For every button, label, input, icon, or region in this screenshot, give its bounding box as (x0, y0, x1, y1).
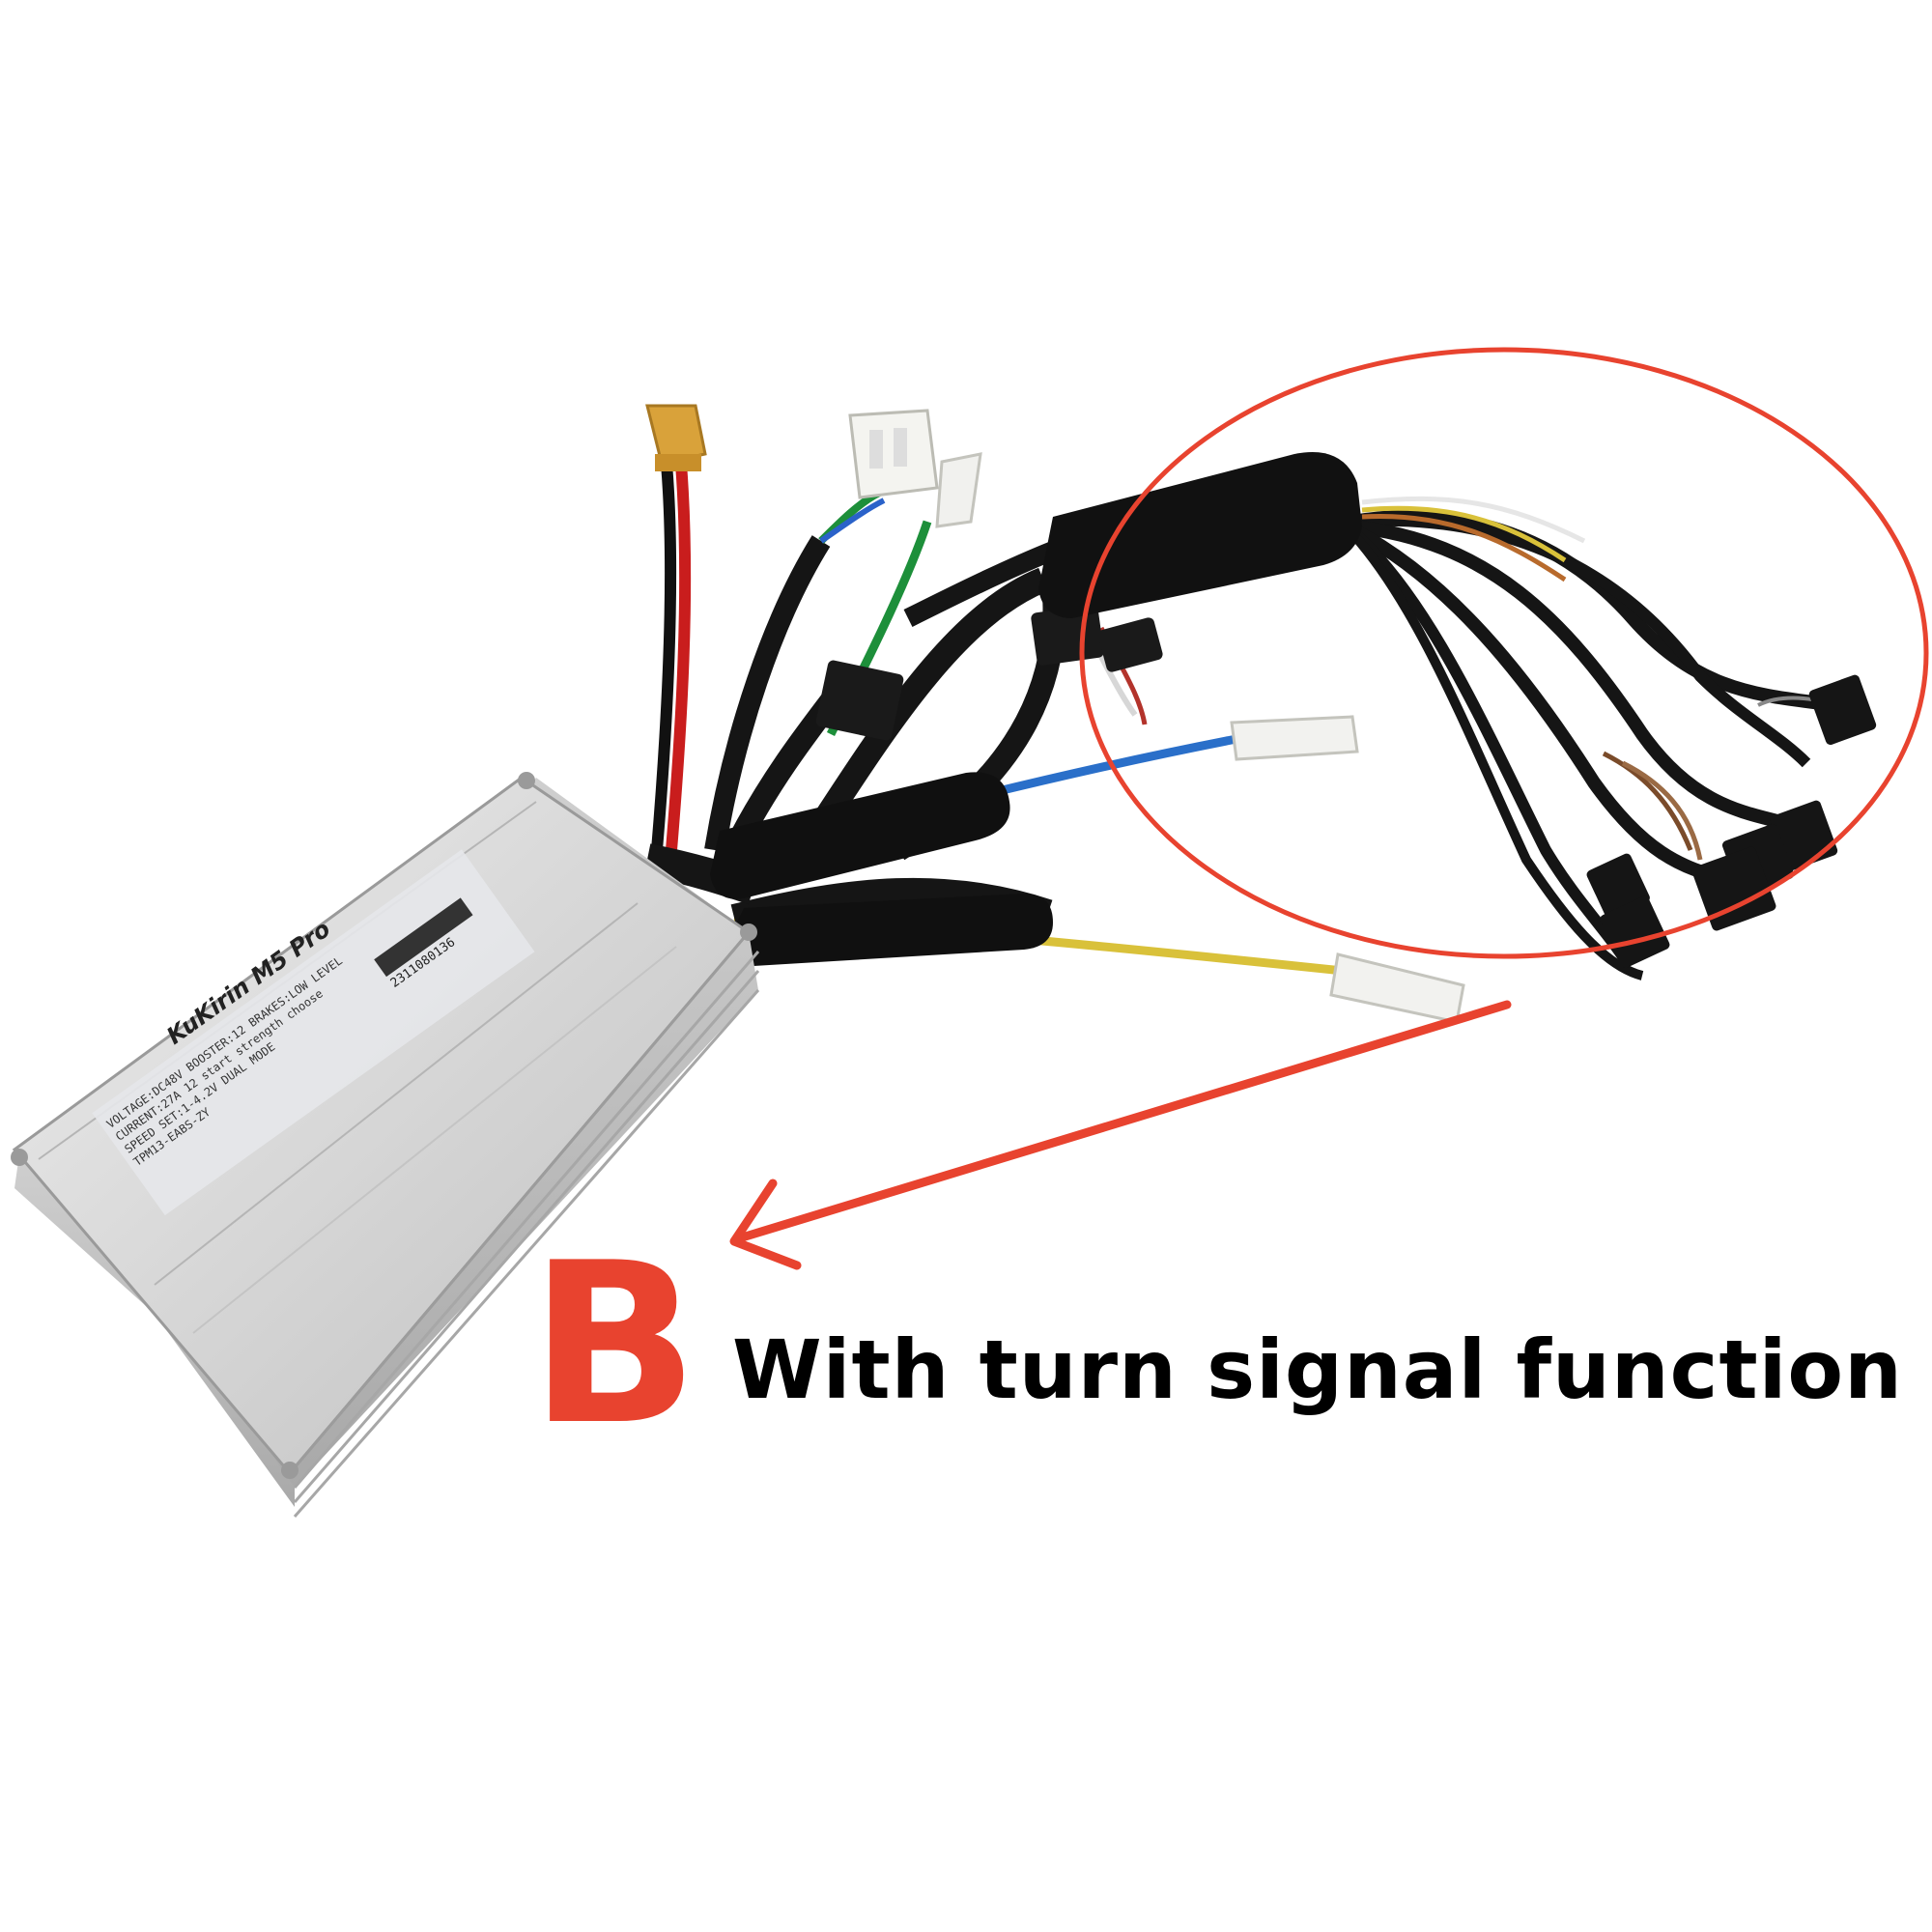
controller-box (11, 772, 760, 1518)
variant-caption: With turn signal function (732, 1322, 1903, 1417)
pointer-arrowhead (729, 1179, 802, 1270)
variant-letter: B (529, 1216, 699, 1474)
connectors (645, 404, 1877, 1024)
pointer-arrow-shaft (734, 1000, 1512, 1243)
barcode (374, 897, 473, 978)
heatshrink-modules (710, 452, 1362, 966)
highlight-circle (1079, 347, 1929, 959)
